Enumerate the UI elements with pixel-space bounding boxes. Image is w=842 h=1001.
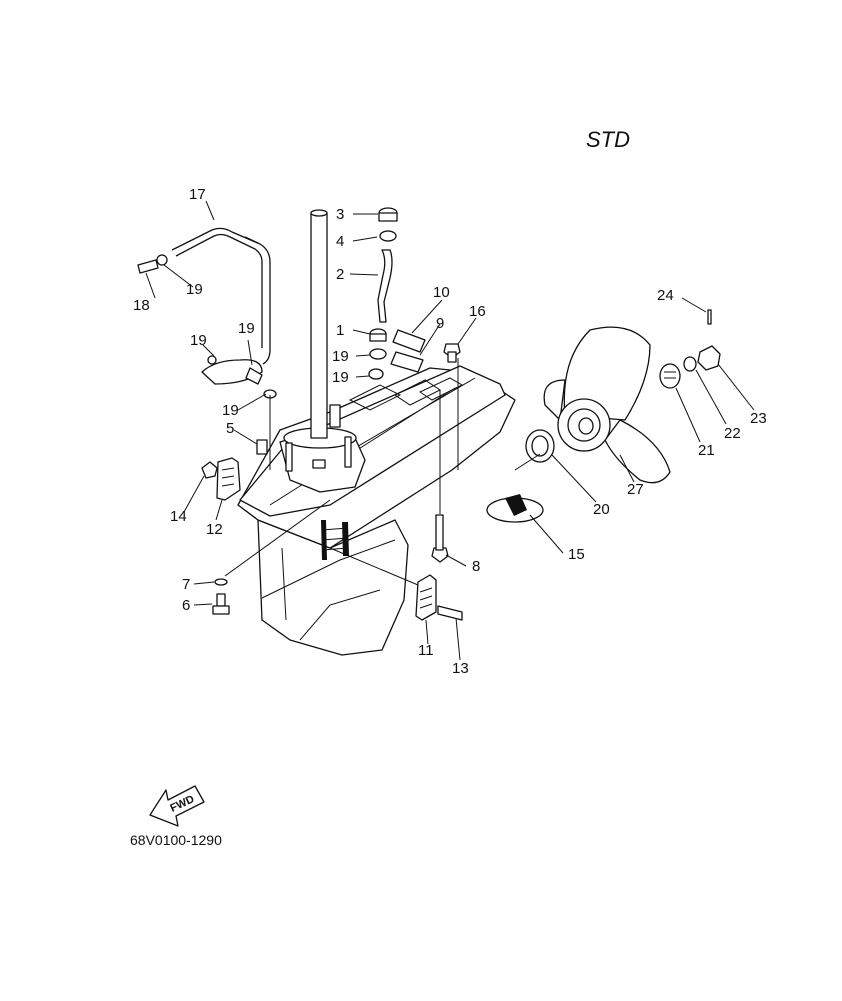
trim-tab-anode <box>201 457 241 501</box>
propeller <box>543 326 671 484</box>
bolt-8 <box>431 514 449 563</box>
thrust-washer <box>525 429 555 463</box>
callout-21: 19 <box>332 348 349 365</box>
callout-19-mid: 19 <box>238 320 255 337</box>
callout-22: 20 <box>593 501 610 518</box>
callout-11: 11 <box>418 642 434 659</box>
water-tube-assembly <box>368 207 398 380</box>
lower-unit-housing <box>237 209 516 656</box>
bolt-6 <box>212 578 230 615</box>
callout-27: 27 <box>627 481 644 498</box>
callout-16: 16 <box>469 303 486 320</box>
hose-clamps <box>137 254 277 399</box>
anode-11 <box>415 574 463 621</box>
diagram-code: 68V0100-1290 <box>130 832 222 848</box>
grommet-5 <box>256 439 268 455</box>
callout-20: 19 <box>332 369 349 386</box>
callout-19-bottom: 19 <box>222 402 239 419</box>
callout-19-left: 19 <box>190 332 207 349</box>
bolt-16 <box>443 343 461 363</box>
propeller-fasteners <box>659 309 721 389</box>
callout-3: 3 <box>336 206 344 223</box>
callout-1: 1 <box>336 322 344 339</box>
callout-12: 12 <box>206 521 223 538</box>
callout-14: 14 <box>170 508 187 525</box>
callout-25: 23 <box>750 410 767 427</box>
seal-10 <box>392 329 426 353</box>
leader-lines <box>145 200 755 661</box>
callouts: 3 4 2 1 19 19 17 18 19 19 19 19 5 10 9 1… <box>133 186 767 677</box>
water-hose <box>171 227 271 365</box>
callout-17: 17 <box>189 186 206 203</box>
callout-13: 13 <box>452 660 469 677</box>
callout-24: 22 <box>724 425 741 442</box>
callout-18: 18 <box>133 297 150 314</box>
callout-9: 9 <box>436 315 444 332</box>
callout-4: 4 <box>336 233 344 250</box>
trim-tab <box>486 494 544 523</box>
callout-19-top: 19 <box>186 281 203 298</box>
diagram-title: STD <box>586 127 630 152</box>
callout-7: 7 <box>182 576 190 593</box>
callout-10: 10 <box>433 284 450 301</box>
callout-8: 8 <box>472 558 480 575</box>
callout-6: 6 <box>182 597 190 614</box>
callout-2: 2 <box>336 266 344 283</box>
callout-5: 5 <box>226 420 234 437</box>
fwd-arrow-icon: FWD <box>149 785 205 827</box>
seal-9 <box>390 351 424 373</box>
callout-26: 24 <box>657 287 674 304</box>
callout-15: 15 <box>568 546 585 563</box>
callout-23: 21 <box>698 442 715 459</box>
